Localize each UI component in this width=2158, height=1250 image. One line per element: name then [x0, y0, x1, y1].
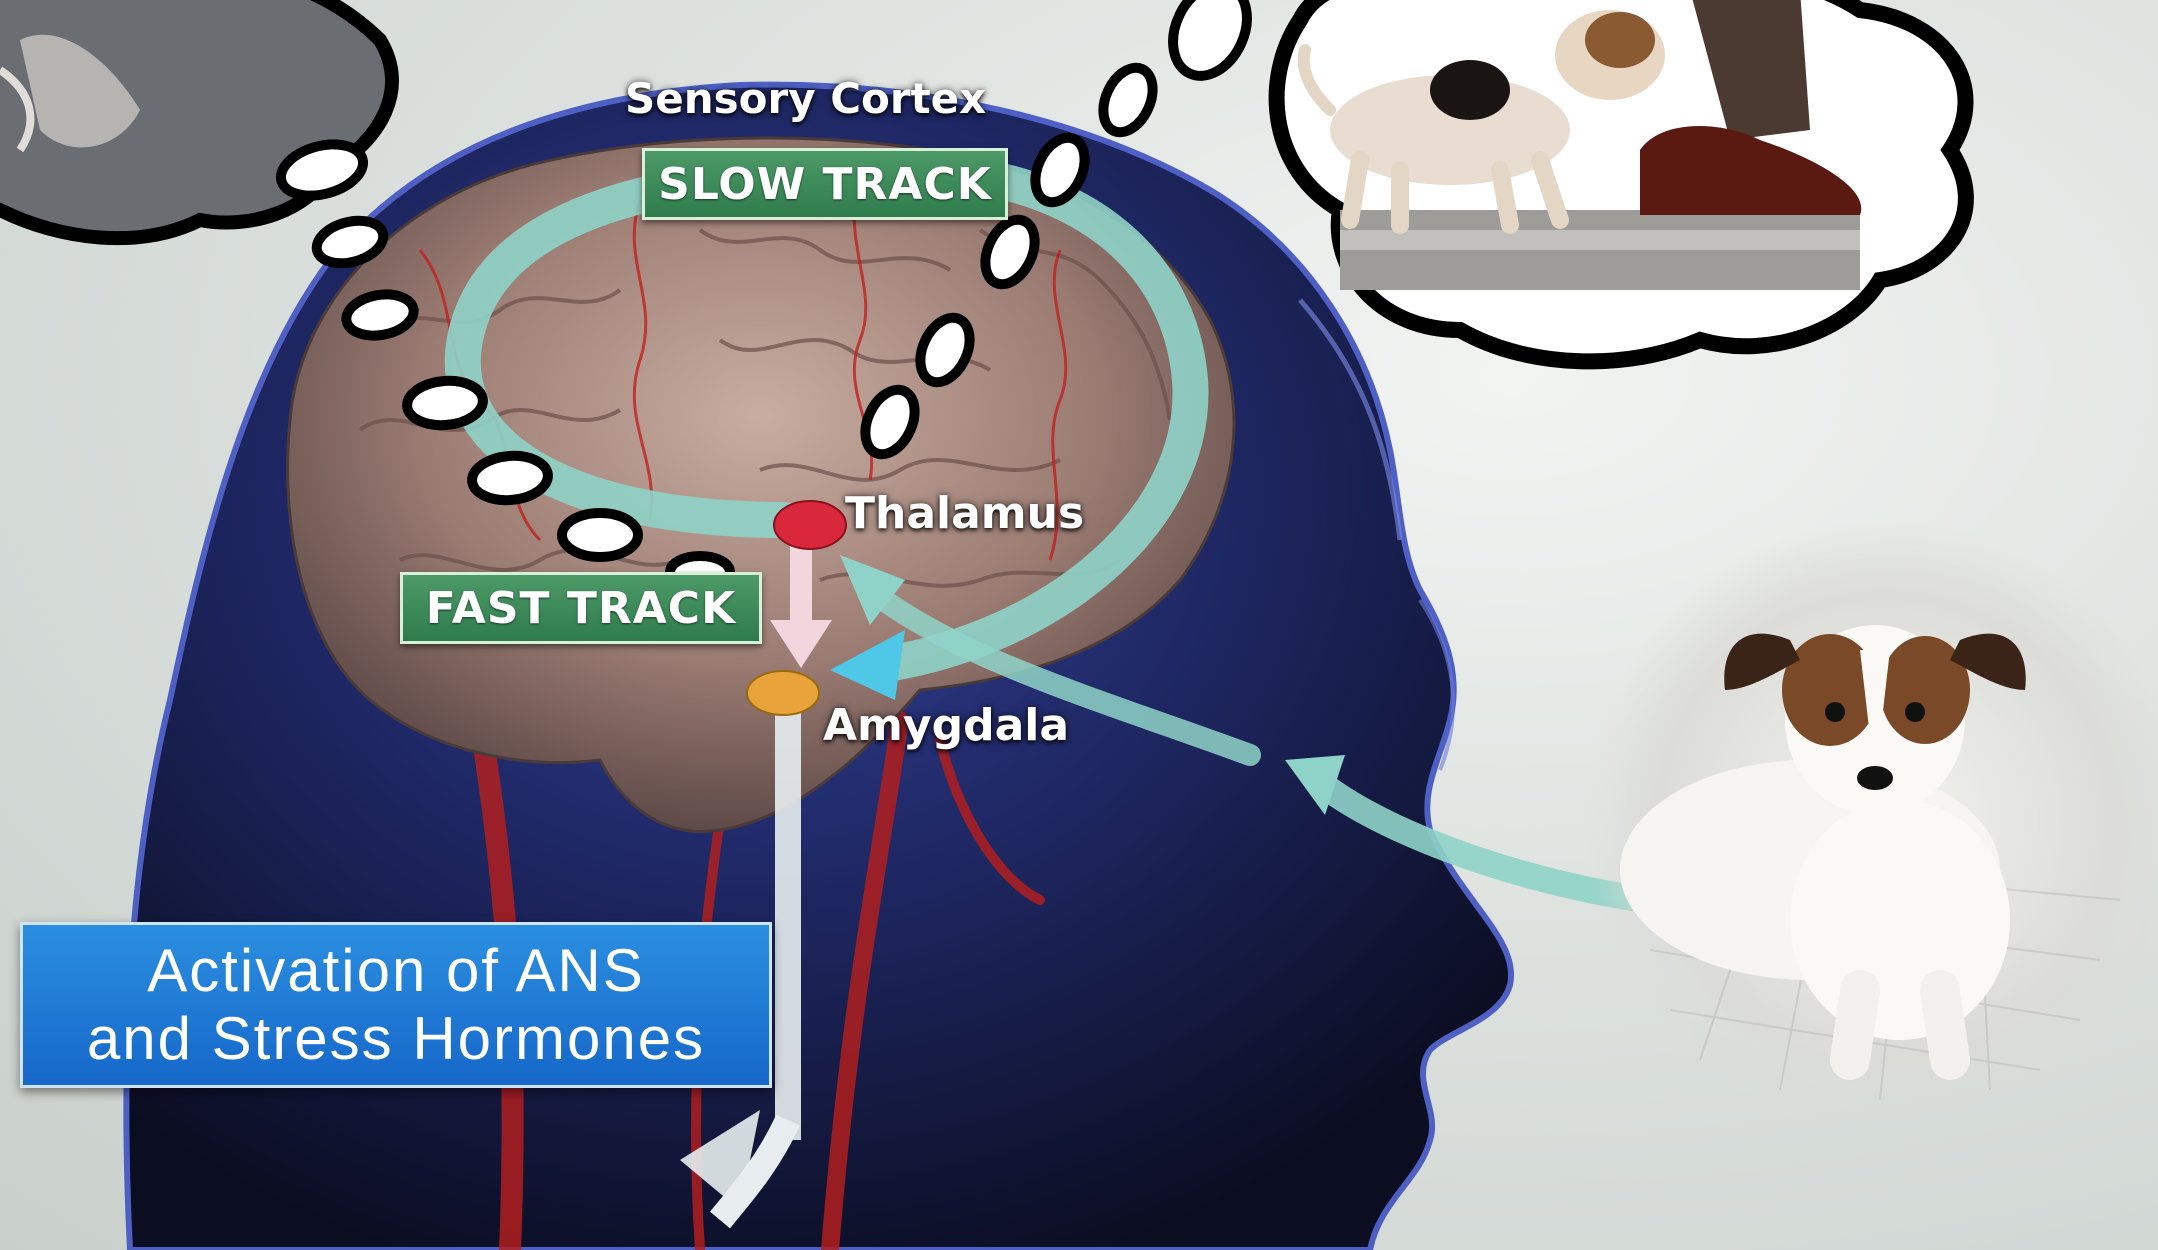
ans-line-1: Activation of ANS	[147, 937, 645, 1005]
thalamus-node	[774, 501, 846, 549]
thought-bubble-right	[1277, 0, 1966, 361]
amygdala-label: Amygdala	[823, 700, 1069, 751]
amygdala-node	[747, 671, 819, 715]
sensory-cortex-label: Sensory Cortex	[625, 74, 986, 123]
fast-track-label: FAST TRACK	[400, 572, 762, 644]
ans-line-2: and Stress Hormones	[87, 1005, 705, 1073]
thought-bubble-left	[0, 0, 392, 238]
ans-activation-box: Activation of ANS and Stress Hormones	[20, 922, 772, 1088]
slow-track-label: SLOW TRACK	[642, 148, 1008, 220]
dog-photo-icon	[1585, 520, 2158, 1120]
thalamus-label: Thalamus	[845, 488, 1084, 539]
